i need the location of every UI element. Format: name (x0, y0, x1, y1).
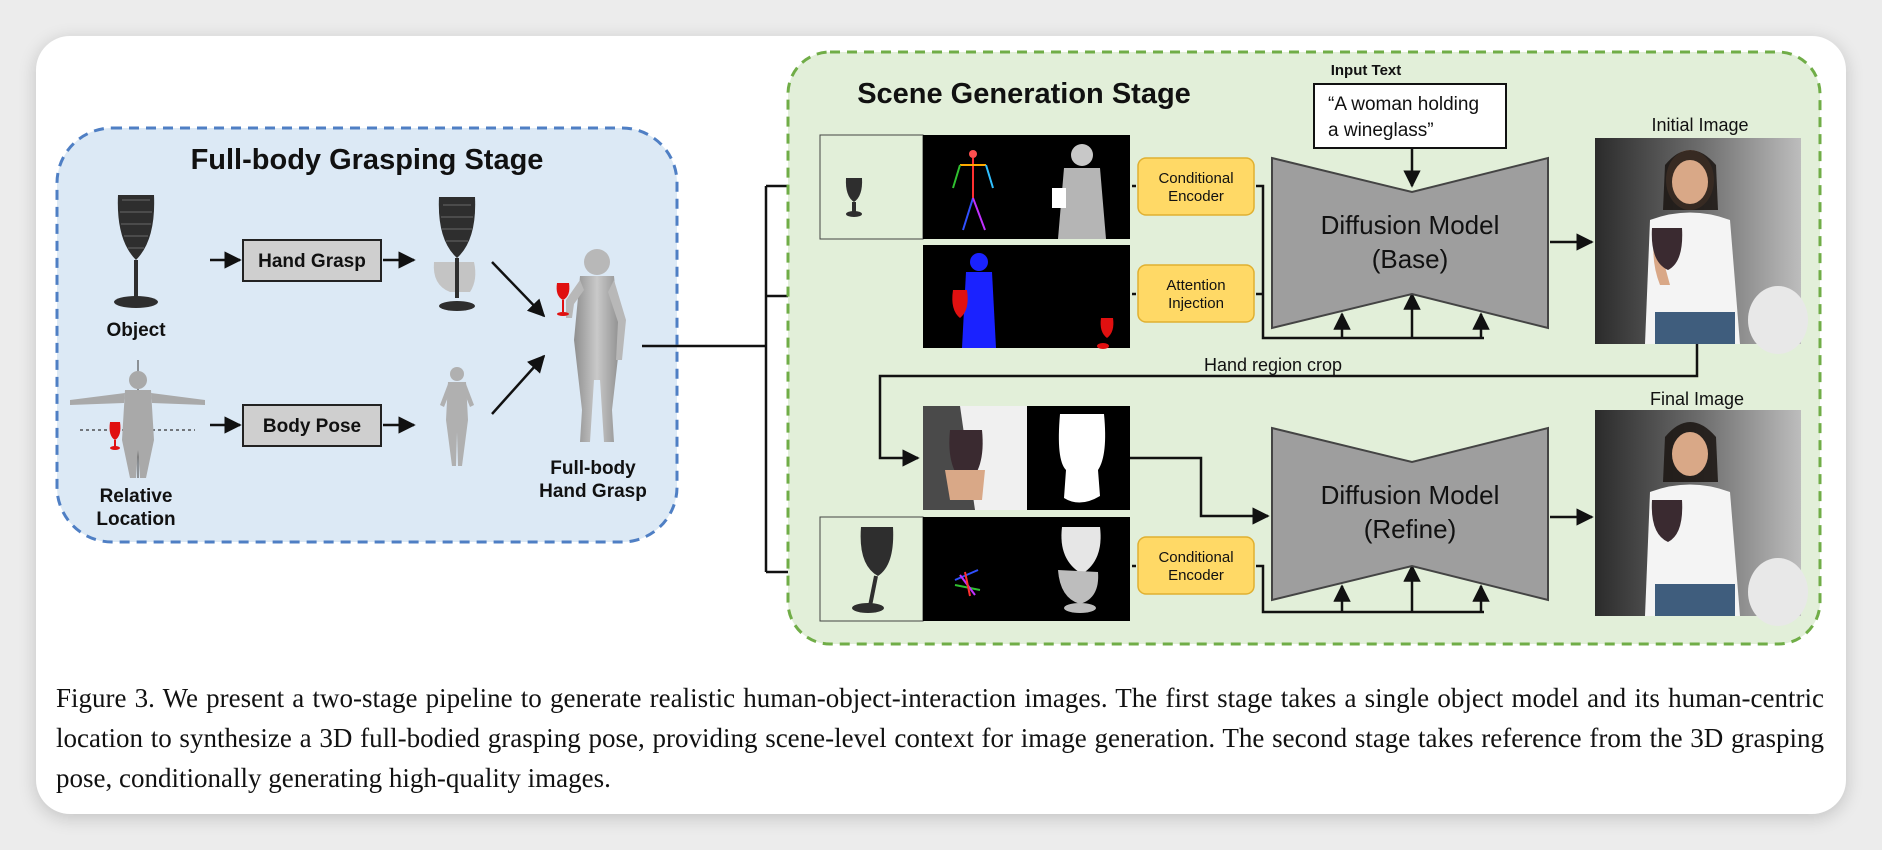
stage1-panel (55, 126, 679, 544)
stage1-title: Full-body Grasping Stage (191, 144, 544, 176)
label-fullbody-1: Full-body (550, 458, 636, 479)
conditional-encoder-box-bottom (1137, 536, 1255, 595)
svg-text:Diffusion Model: Diffusion Model (1321, 480, 1500, 510)
depth-person-icon (1052, 144, 1106, 239)
svg-text:Hand Grasp: Hand Grasp (258, 251, 366, 272)
label-relative-1: Relative (100, 486, 173, 507)
hand-crop-connector (878, 344, 1699, 467)
final-image-label: Final Image (1650, 389, 1744, 409)
svg-text:(Refine): (Refine) (1364, 514, 1456, 544)
svg-text:“A woman holding: “A woman holding (1328, 94, 1479, 115)
svg-text:Attention: Attention (1166, 277, 1225, 294)
hand-grasp-glass-icon (433, 197, 476, 311)
tpose-body-icon (70, 360, 205, 478)
hand-grasp-box (242, 239, 382, 282)
hand-glass-depth-icon (1058, 527, 1101, 613)
input-text-label: Input Text (1331, 62, 1402, 79)
hand-crop-mask (1027, 406, 1130, 510)
figure-caption: Figure 3. We present a two-stage pipelin… (56, 683, 1824, 793)
svg-text:Encoder: Encoder (1168, 188, 1224, 205)
wineglass-object-icon (114, 195, 158, 308)
small-body-pose-icon (440, 367, 474, 466)
input-text-box (1313, 83, 1507, 149)
row1-object-thumb (819, 134, 924, 240)
final-image-photo (1595, 410, 1808, 626)
svg-text:Diffusion Model: Diffusion Model (1321, 210, 1500, 240)
stage2-title: Scene Generation Stage (857, 78, 1191, 110)
label-object: Object (106, 320, 166, 341)
attention-injection-box (1137, 264, 1255, 323)
skeleton-pose-icon (952, 150, 994, 231)
svg-text:a wineglass”: a wineglass” (1328, 120, 1434, 141)
svg-text:Injection: Injection (1168, 295, 1224, 312)
red-glass-mask-icon (1097, 318, 1114, 349)
hand-crop-photo (923, 406, 1027, 510)
large-glass-icon (852, 527, 894, 613)
conditional-encoder-box-top (1137, 157, 1255, 216)
label-relative-2: Location (96, 509, 175, 530)
body-pose-box (242, 404, 382, 447)
initial-image-label: Initial Image (1651, 115, 1748, 135)
diffusion-model-refine (1271, 426, 1549, 602)
hand-keypoints-icon (954, 569, 981, 597)
svg-text:Body Pose: Body Pose (263, 416, 361, 437)
svg-text:Conditional: Conditional (1158, 549, 1233, 566)
hand-crop-label: Hand region crop (1204, 355, 1342, 375)
small-glass-icon (845, 178, 863, 217)
blue-silhouette-icon (952, 253, 996, 348)
fullbody-hand-grasp-icon (556, 249, 626, 442)
label-fullbody-2: Hand Grasp (539, 481, 647, 502)
svg-text:(Base): (Base) (1372, 244, 1449, 274)
initial-image-photo (1595, 138, 1808, 354)
svg-text:Encoder: Encoder (1168, 567, 1224, 584)
svg-text:Conditional: Conditional (1158, 170, 1233, 187)
